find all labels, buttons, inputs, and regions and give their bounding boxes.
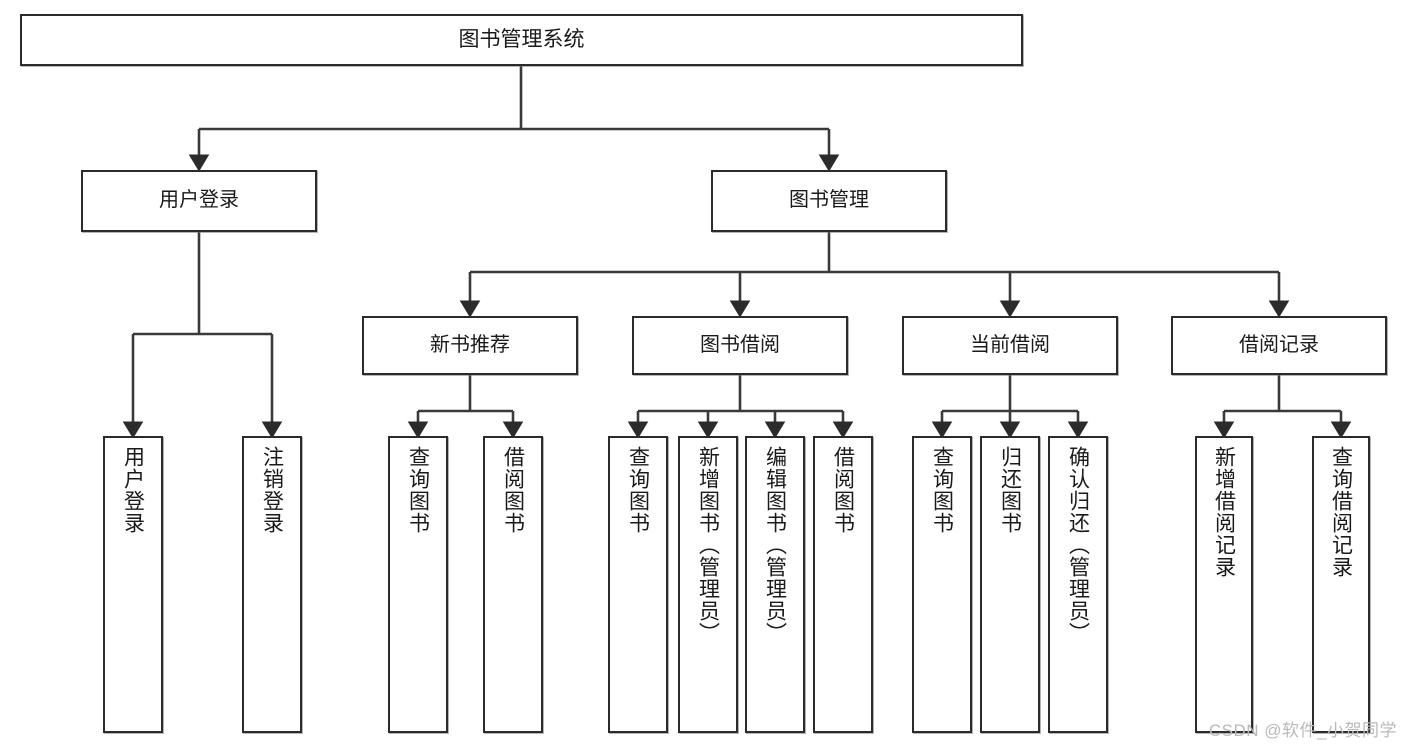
leaf-user-login[interactable]: 用户登录 (103, 436, 163, 733)
node-label: 注销登录 (260, 446, 284, 534)
node-root-book-management-system[interactable]: 图书管理系统 (20, 14, 1023, 66)
leaf-borrow-query-book[interactable]: 查询图书 (608, 436, 668, 733)
leaf-borrow-borrow-book[interactable]: 借阅图书 (813, 436, 873, 733)
node-borrow-record[interactable]: 借阅记录 (1171, 316, 1387, 375)
node-label: 归还图书 (998, 446, 1022, 534)
node-label: 借阅图书 (501, 446, 525, 534)
node-label: 新增借阅记录 (1212, 446, 1236, 578)
node-new-book-recommend[interactable]: 新书推荐 (362, 316, 578, 375)
leaf-borrow-edit-book-admin[interactable]: 编辑图书（管理员） (745, 436, 805, 733)
node-label: 图书管理系统 (458, 27, 585, 51)
watermark-text: CSDN @软件_小贺同学 (1208, 721, 1397, 740)
node-label: 借阅图书 (831, 446, 855, 534)
node-label: 查询图书 (626, 446, 650, 534)
leaf-recommend-query-book[interactable]: 查询图书 (388, 436, 448, 733)
node-label: 新书推荐 (430, 333, 510, 356)
leaf-record-add-borrow-record[interactable]: 新增借阅记录 (1195, 436, 1253, 733)
node-current-borrow[interactable]: 当前借阅 (902, 316, 1118, 375)
node-book-management[interactable]: 图书管理 (711, 170, 947, 232)
node-label: 图书管理 (789, 189, 869, 212)
leaf-borrow-add-book-admin[interactable]: 新增图书（管理员） (678, 436, 738, 733)
node-label: 确认归还（管理员） (1066, 446, 1090, 644)
leaf-current-query-book[interactable]: 查询图书 (912, 436, 972, 733)
node-label: 图书借阅 (700, 333, 780, 356)
node-label: 查询图书 (406, 446, 430, 534)
node-book-borrow[interactable]: 图书借阅 (632, 316, 848, 375)
node-label: 当前借阅 (970, 333, 1050, 356)
leaf-recommend-borrow-book[interactable]: 借阅图书 (483, 436, 543, 733)
node-label: 查询借阅记录 (1329, 446, 1353, 578)
node-label: 借阅记录 (1239, 333, 1319, 356)
leaf-current-confirm-return-admin[interactable]: 确认归还（管理员） (1048, 436, 1108, 733)
node-label: 编辑图书（管理员） (763, 446, 787, 644)
leaf-current-return-book[interactable]: 归还图书 (980, 436, 1040, 733)
node-label: 用户登录 (159, 189, 239, 212)
node-label: 用户登录 (121, 446, 145, 534)
node-user-login[interactable]: 用户登录 (81, 170, 317, 232)
leaf-user-logout[interactable]: 注销登录 (242, 436, 302, 733)
node-label: 新增图书（管理员） (696, 446, 720, 644)
leaf-record-query-borrow-record[interactable]: 查询借阅记录 (1312, 436, 1370, 733)
node-label: 查询图书 (930, 446, 954, 534)
